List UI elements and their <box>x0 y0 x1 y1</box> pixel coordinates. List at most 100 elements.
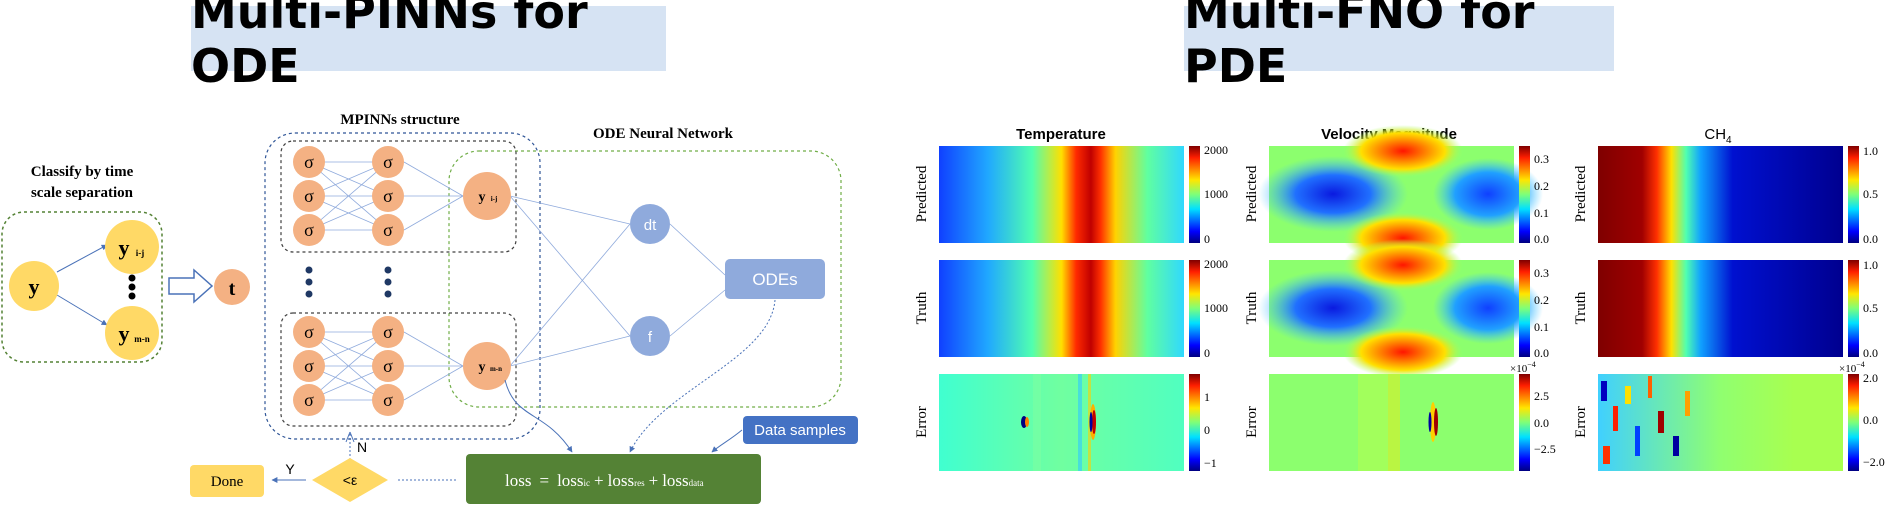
done-box <box>190 465 264 497</box>
svg-text:m-n: m-n <box>490 365 502 373</box>
svg-text:σ: σ <box>383 152 393 172</box>
velocity-predicted <box>1258 125 1543 264</box>
col-title-temperature: Temperature <box>1016 126 1106 143</box>
svg-text:2000: 2000 <box>1204 257 1228 271</box>
svg-text:Predicted: Predicted <box>1573 165 1589 222</box>
svg-text:y: y <box>119 235 130 260</box>
ode-nn-box <box>448 150 842 408</box>
svg-text:dt: dt <box>644 217 657 234</box>
svg-text:σ: σ <box>383 390 393 410</box>
ch4-error <box>1598 374 1843 471</box>
svg-text:0.5: 0.5 <box>1863 187 1878 201</box>
velocity-truth <box>1258 239 1543 378</box>
left-title: Multi-PINNs for ODE <box>191 0 666 93</box>
mpinns-label: MPINNs structure <box>340 112 460 128</box>
odes-box <box>725 259 825 299</box>
svg-text:0: 0 <box>1204 232 1210 246</box>
svg-text:1000: 1000 <box>1204 187 1228 201</box>
svg-text:Predicted: Predicted <box>914 165 930 222</box>
colorbars <box>1189 146 1859 471</box>
t-node <box>214 269 250 305</box>
svg-text:<ε: <ε <box>343 472 357 488</box>
svg-text:Truth: Truth <box>1573 291 1589 324</box>
svg-text:Error: Error <box>1573 406 1589 438</box>
svg-text:2.5: 2.5 <box>1534 389 1549 403</box>
svg-text:σ: σ <box>304 220 314 240</box>
svg-text:σ: σ <box>304 322 314 342</box>
temp-truth <box>939 260 1184 357</box>
svg-text:ODEs: ODEs <box>752 270 797 289</box>
temp-predicted <box>939 146 1184 243</box>
svg-text:1.0: 1.0 <box>1863 258 1878 272</box>
svg-text:f: f <box>648 329 653 346</box>
svg-text:0: 0 <box>1204 346 1210 360</box>
loss-formula: loss=lossic+lossres+lossdata <box>505 471 704 490</box>
fno-figure: Temperature Velocity Magnitude CH4 Predi… <box>914 125 1885 471</box>
svg-text:σ: σ <box>304 356 314 376</box>
svg-text:0.5: 0.5 <box>1863 301 1878 315</box>
svg-text:i-j: i-j <box>136 248 145 258</box>
sigma-nodes <box>293 146 404 416</box>
y-ij-node <box>105 220 159 274</box>
svg-text:×10−4: ×10−4 <box>1839 360 1865 375</box>
svg-text:0.0: 0.0 <box>1534 346 1549 360</box>
svg-text:Truth: Truth <box>1244 291 1260 324</box>
svg-text:σ: σ <box>383 186 393 206</box>
data-samples-box <box>743 416 858 444</box>
svg-text:Data samples: Data samples <box>754 422 846 439</box>
classify-box <box>1 211 163 363</box>
svg-text:σ: σ <box>304 152 314 172</box>
svg-text:−2.5: −2.5 <box>1534 442 1556 456</box>
velocity-error <box>1269 374 1514 471</box>
no-label: N <box>357 439 367 455</box>
svg-text:σ: σ <box>304 390 314 410</box>
loss-box <box>466 454 761 504</box>
mpinns-box <box>264 132 541 440</box>
y-mn-node <box>105 306 159 360</box>
svg-text:×10−4: ×10−4 <box>1510 360 1536 375</box>
svg-text:Error: Error <box>914 406 930 438</box>
svg-text:y: y <box>479 360 486 375</box>
svg-text:y: y <box>119 321 130 346</box>
svg-text:0: 0 <box>1204 423 1210 437</box>
svg-text:1000: 1000 <box>1204 301 1228 315</box>
decision-diamond <box>312 458 388 502</box>
y-mn-output-node <box>463 342 511 390</box>
right-title: Multi-FNO for PDE <box>1184 0 1614 93</box>
svg-text:−2.0: −2.0 <box>1863 455 1885 469</box>
temp-error <box>939 374 1184 471</box>
ch4-truth <box>1598 260 1843 357</box>
svg-text:0.0: 0.0 <box>1863 346 1878 360</box>
hollow-arrow <box>168 268 214 304</box>
svg-text:0.0: 0.0 <box>1534 416 1549 430</box>
f-node <box>630 316 670 356</box>
subnet-top-box <box>280 140 517 253</box>
svg-text:Error: Error <box>1244 406 1260 438</box>
dt-node <box>630 204 670 244</box>
svg-text:0.2: 0.2 <box>1534 293 1549 307</box>
colorbar-ticks: 2000 1000 0 2000 1000 0 1 0 −1 0.3 0.2 0… <box>1204 143 1885 470</box>
svg-text:−1: −1 <box>1204 456 1217 470</box>
svg-text:0.0: 0.0 <box>1863 232 1878 246</box>
svg-text:0.3: 0.3 <box>1534 266 1549 280</box>
svg-text:1.0: 1.0 <box>1863 144 1878 158</box>
svg-text:0.2: 0.2 <box>1534 179 1549 193</box>
mpinns-diagram: Classify by time scale separation y y i-… <box>1 112 858 504</box>
svg-text:0.0: 0.0 <box>1534 232 1549 246</box>
svg-text:σ: σ <box>304 186 314 206</box>
col-title-ch4: CH4 <box>1704 126 1732 146</box>
row-labels: Predicted Truth Error Predicted Truth Er… <box>914 165 1589 438</box>
svg-text:0.0: 0.0 <box>1863 413 1878 427</box>
svg-text:0.1: 0.1 <box>1534 206 1549 220</box>
classify-label-1: Classify by time <box>31 164 134 180</box>
svg-text:m-n: m-n <box>134 334 150 344</box>
svg-text:1: 1 <box>1204 390 1210 404</box>
svg-text:σ: σ <box>383 356 393 376</box>
ch4-predicted <box>1598 146 1843 243</box>
ode-nn-label: ODE Neural Network <box>593 126 734 142</box>
yes-label: Y <box>285 461 295 477</box>
y-ij-output-node <box>463 172 511 220</box>
y-label: y <box>29 274 40 299</box>
svg-text:2.0: 2.0 <box>1863 371 1878 385</box>
svg-text:2000: 2000 <box>1204 143 1228 157</box>
